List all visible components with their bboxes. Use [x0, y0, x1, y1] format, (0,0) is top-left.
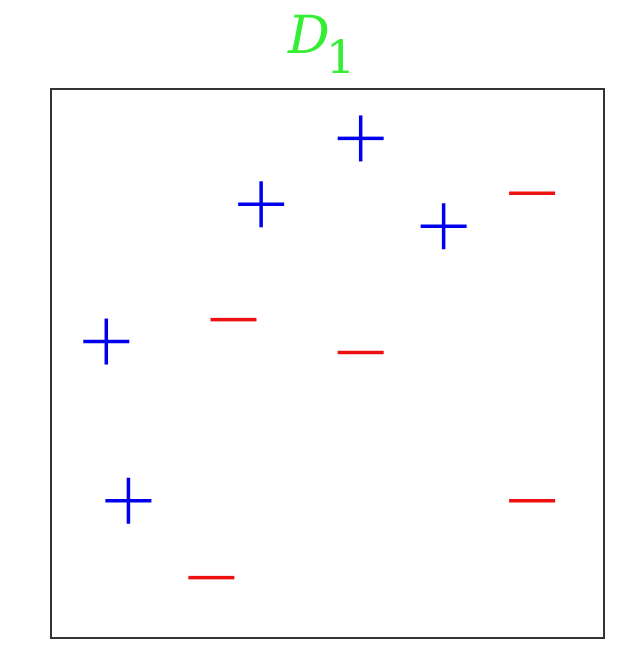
plot-frame: [50, 88, 605, 639]
plus-marker-4: [83, 318, 130, 365]
plus-marker-5: [105, 477, 152, 524]
plus-marker-1: [337, 115, 384, 162]
title-subscript: 1: [326, 30, 356, 84]
data-marks: [83, 115, 556, 580]
plus-marker-3: [420, 203, 467, 250]
title-main: D: [288, 6, 330, 66]
plus-marker-2: [238, 181, 285, 228]
figure-title: D 1: [0, 0, 640, 88]
